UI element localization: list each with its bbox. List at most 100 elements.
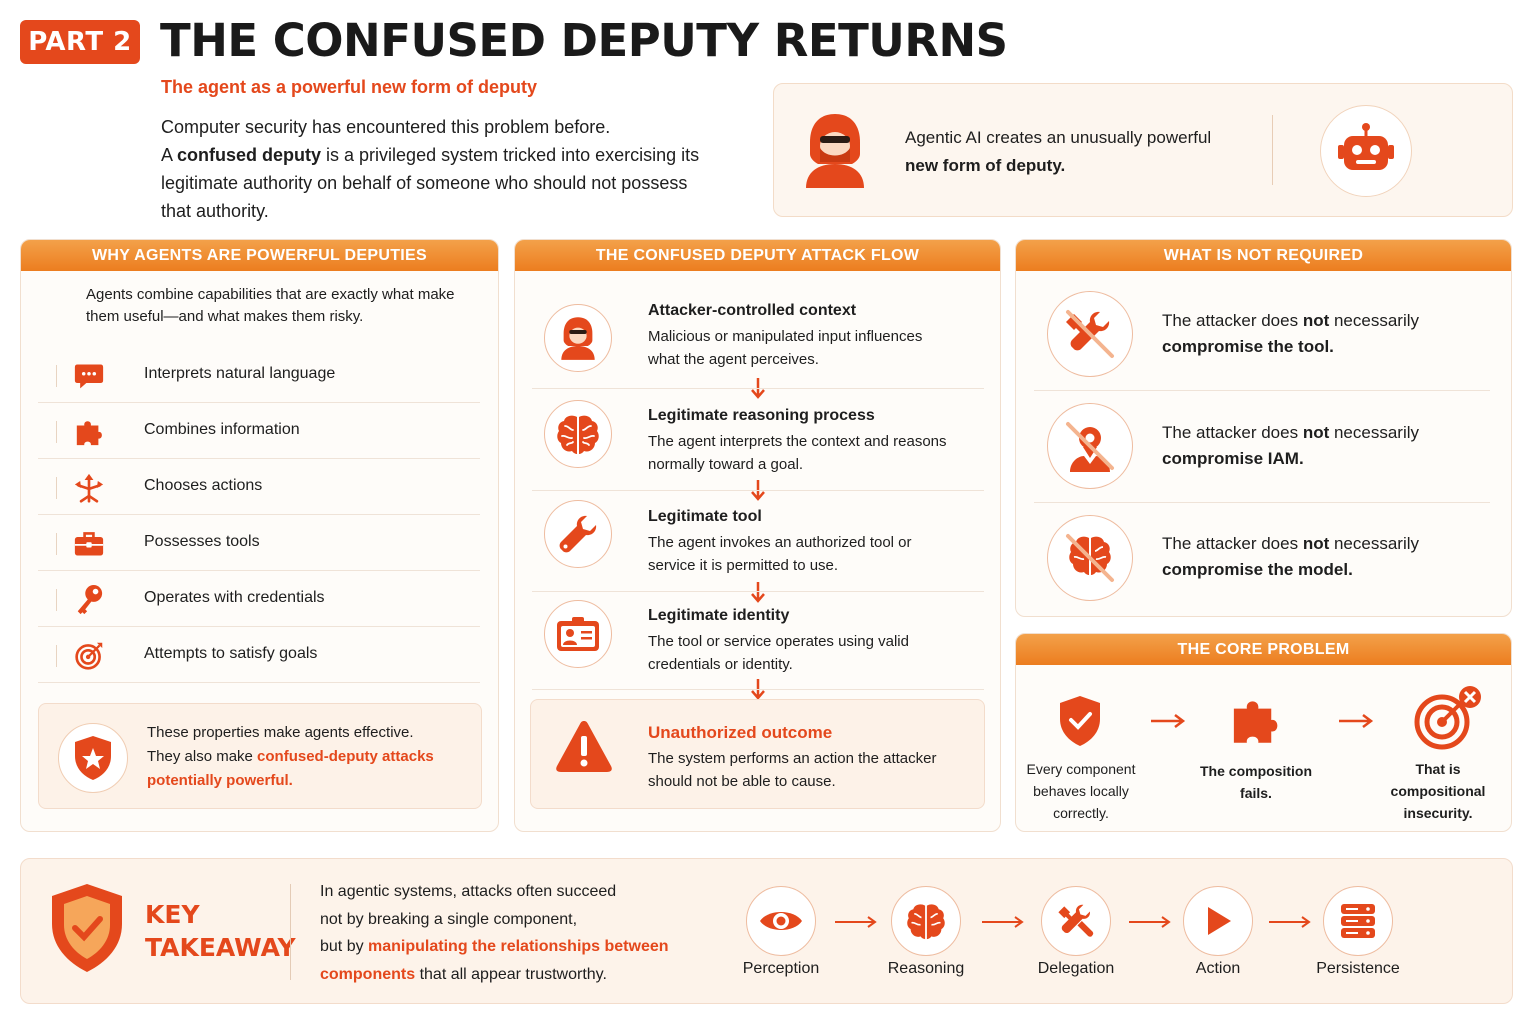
shield-check-icon <box>48 882 126 974</box>
kt-line2: TAKEAWAY <box>145 933 296 962</box>
flow-step-desc: The tool or service operates using valid… <box>648 633 909 673</box>
nr-not: not <box>1302 423 1330 442</box>
core-problem-heading: THE CORE PROBLEM <box>1016 634 1511 665</box>
chat-bubble-icon <box>74 361 104 391</box>
not-required-text: The attacker does not necessarily compro… <box>1162 531 1462 583</box>
callout-text: Agentic AI creates an unusually powerful… <box>905 124 1245 180</box>
outcome-title: Unauthorized outcome <box>648 723 833 742</box>
callout-divider <box>1272 115 1273 185</box>
flow-step-title: Legitimate tool <box>648 508 762 525</box>
capability-row: Interprets natural language <box>38 347 480 403</box>
brain-icon <box>891 886 961 956</box>
powerful-intro: Agents combine capabilities that are exa… <box>86 286 455 325</box>
core-step-text: The composition fails. <box>1200 763 1312 801</box>
row-tick <box>56 589 57 611</box>
branching-arrows-icon <box>74 473 104 503</box>
properties-note: These properties make agents effective. … <box>147 721 467 793</box>
robot-icon <box>1320 105 1412 197</box>
flow-arrow-icon <box>750 377 766 399</box>
kt-text-line1: In agentic systems, attacks often succee… <box>320 883 617 900</box>
capability-label: Interprets natural language <box>144 365 336 382</box>
note-line2: They also make <box>147 748 258 765</box>
nr-pre: The attacker does <box>1162 311 1303 330</box>
core-step-text: Every component behaves locally correctl… <box>1026 761 1136 821</box>
stage-arrow-icon <box>1268 915 1312 929</box>
warning-icon <box>554 718 614 774</box>
flow-step-desc: The agent invokes an authorized tool or … <box>648 534 912 574</box>
kt-highlight: manipulating the relationships between c… <box>320 938 669 983</box>
row-tick <box>56 533 57 555</box>
id-card-icon <box>544 600 612 668</box>
shield-check-icon <box>1056 694 1106 750</box>
takeaway-text: In agentic systems, attacks often succee… <box>320 878 720 988</box>
row-tick <box>56 421 57 443</box>
key-icon <box>74 585 104 615</box>
nr-post: necessarily <box>1329 534 1420 553</box>
brain-icon <box>544 400 612 468</box>
core-arrow-icon <box>1338 713 1374 729</box>
flow-step-desc: The agent interprets the context and rea… <box>648 433 947 473</box>
kt-text-line4: that all appear trustworthy. <box>415 965 607 983</box>
eye-icon <box>746 886 816 956</box>
flow-divider <box>532 388 984 389</box>
capability-label: Chooses actions <box>144 477 263 494</box>
row-tick <box>56 477 57 499</box>
row-tick <box>56 365 57 387</box>
intro-rest: is a privileged system tricked into exer… <box>161 145 700 221</box>
callout-line1: Agentic AI creates an unusually powerful <box>905 128 1212 147</box>
stage-label: Action <box>1195 960 1241 977</box>
stage-arrow-icon <box>1128 915 1172 929</box>
stage-label: Reasoning <box>887 960 965 977</box>
capability-label: Operates with credentials <box>144 589 325 606</box>
stage-label: Persistence <box>1316 960 1400 977</box>
flow-step-desc: Malicious or manipulated input influence… <box>648 328 923 368</box>
capability-row: Chooses actions <box>38 459 480 515</box>
capability-row: Attempts to satisfy goals <box>38 627 480 683</box>
core-step-text: That is compositional insecurity. <box>1390 761 1486 821</box>
row-tick <box>56 645 57 667</box>
nr-pre: The attacker does <box>1162 423 1303 442</box>
stage-arrow-icon <box>834 915 878 929</box>
crossed-brain-icon <box>1047 515 1133 601</box>
powerful-deputies-heading: WHY AGENTS ARE POWERFUL DEPUTIES <box>21 240 498 271</box>
note-highlight: confused-deputy attacks potentially powe… <box>147 748 434 789</box>
key-takeaway-label: KEY TAKEAWAY <box>145 898 296 964</box>
flow-divider <box>532 689 984 690</box>
kt-text-line2: not by breaking a single component, <box>320 910 578 928</box>
flow-step-title: Attacker-controlled context <box>648 302 857 319</box>
toolbox-icon <box>74 529 104 559</box>
page-title: THE CONFUSED DEPUTY RETURNS <box>160 14 1008 67</box>
target-icon <box>74 641 104 671</box>
play-icon <box>1183 886 1253 956</box>
hooded-attacker-icon <box>800 110 870 190</box>
nr-divider <box>1034 390 1490 391</box>
attack-flow-heading: THE CONFUSED DEPUTY ATTACK FLOW <box>515 240 1000 271</box>
nr-pre: The attacker does <box>1162 534 1303 553</box>
shield-star-icon <box>58 723 128 793</box>
stage-label: Perception <box>742 960 820 977</box>
callout-line2: new form of deputy. <box>905 156 1066 175</box>
nr-not: not <box>1302 534 1330 553</box>
puzzle-piece-icon <box>1228 694 1286 748</box>
flow-arrow-icon <box>750 479 766 501</box>
flow-divider <box>532 490 984 491</box>
not-required-text: The attacker does not necessarily compro… <box>1162 420 1462 472</box>
nr-line2: compromise the model. <box>1162 560 1353 579</box>
flow-divider <box>532 591 984 592</box>
kt-text-line3: but by <box>320 938 369 955</box>
not-required-text: The attacker does not necessarily compro… <box>1162 308 1462 360</box>
stage-label: Delegation <box>1037 960 1115 977</box>
page-subtitle: The agent as a powerful new form of depu… <box>161 77 538 97</box>
flow-step-title: Legitimate reasoning process <box>648 407 875 424</box>
hooded-attacker-icon <box>544 304 612 372</box>
not-required-heading: WHAT IS NOT REQUIRED <box>1016 240 1511 271</box>
nr-not: not <box>1302 311 1330 330</box>
intro-line1: Computer security has encountered this p… <box>161 117 611 137</box>
target-x-icon <box>1412 684 1484 750</box>
capability-label: Possesses tools <box>144 533 260 550</box>
intro-paragraph: Computer security has encountered this p… <box>161 113 721 225</box>
capability-row: Possesses tools <box>38 515 480 571</box>
intro-a: A <box>161 145 178 165</box>
wrench-icon <box>544 500 612 568</box>
nr-post: necessarily <box>1329 311 1420 330</box>
